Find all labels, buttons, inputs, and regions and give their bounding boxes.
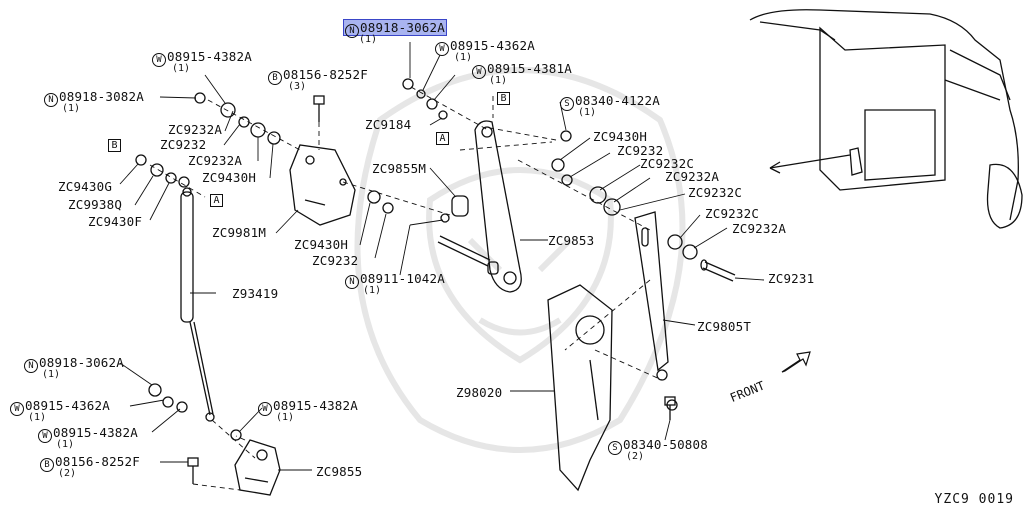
part-zc9855[interactable]: ZC9855 xyxy=(316,464,363,479)
part-zc9232a-2[interactable]: ZC9232A xyxy=(188,153,243,168)
ref-box-b: B xyxy=(497,92,510,105)
shaft-zc9855m xyxy=(437,195,499,275)
qty: (1) xyxy=(454,52,473,63)
qty: (1) xyxy=(578,107,597,118)
part-zc9184[interactable]: ZC9184 xyxy=(365,117,412,132)
part-zc9232-3[interactable]: ZC9232 xyxy=(617,143,664,158)
part-zc9855m[interactable]: ZC9855M xyxy=(372,161,427,176)
part-zc9853[interactable]: ZC9853 xyxy=(548,233,595,248)
part-zc9981m[interactable]: ZC9981M xyxy=(212,225,267,240)
bracket-zc9981m xyxy=(289,144,356,226)
qty: (1) xyxy=(56,439,75,450)
part-zc9232c-3[interactable]: ZC9232C xyxy=(705,206,760,221)
dashed-alignment-lines xyxy=(149,86,663,491)
leader-lines xyxy=(119,42,765,471)
qty: (1) xyxy=(359,34,378,45)
part-zc9232c-2[interactable]: ZC9232C xyxy=(688,185,743,200)
qty: (1) xyxy=(42,369,61,380)
front-arrow-icon xyxy=(781,351,811,373)
pin-zc9231 xyxy=(700,259,736,282)
part-zc9430h-3[interactable]: ZC9430H xyxy=(593,129,648,144)
part-zc9231[interactable]: ZC9231 xyxy=(768,271,815,286)
diagram-code: YZC9 0019 xyxy=(934,492,1014,507)
gas-strut-z93419 xyxy=(180,187,215,422)
bracket-zc9855 xyxy=(234,439,281,496)
bolts xyxy=(187,95,676,484)
qty: (1) xyxy=(172,63,191,74)
qty: (2) xyxy=(58,468,77,479)
washers xyxy=(135,78,698,441)
background-watermark xyxy=(354,67,686,453)
ref-box-a: A xyxy=(210,194,223,207)
qty: (1) xyxy=(28,412,47,423)
qty: (1) xyxy=(489,75,508,86)
part-zc9938q[interactable]: ZC9938Q xyxy=(68,197,123,212)
part-zc9232c-1[interactable]: ZC9232C xyxy=(640,156,695,171)
vehicle-rear-illustration xyxy=(749,9,1023,229)
qty: (2) xyxy=(626,451,645,462)
part-zc9805t[interactable]: ZC9805T xyxy=(697,319,752,334)
part-zc9430f[interactable]: ZC9430F xyxy=(88,214,143,229)
detail-pointer-arrow xyxy=(769,154,851,169)
part-zc9232a-4[interactable]: ZC9232A xyxy=(732,221,787,236)
part-zc9232-1[interactable]: ZC9232 xyxy=(160,137,207,152)
arm-zc9853 xyxy=(474,120,522,293)
qty: (1) xyxy=(363,285,382,296)
part-zc9232-2[interactable]: ZC9232 xyxy=(312,253,359,268)
ref-box-a: A xyxy=(436,132,449,145)
qty: (1) xyxy=(62,103,81,114)
hinge-plate-z98020 xyxy=(547,284,613,492)
qty: (3) xyxy=(288,81,307,92)
part-zc9232a-3[interactable]: ZC9232A xyxy=(665,169,720,184)
part-zc9232a-1[interactable]: ZC9232A xyxy=(168,122,223,137)
part-z93419[interactable]: Z93419 xyxy=(232,286,279,301)
part-zc9430h-2[interactable]: ZC9430H xyxy=(294,237,349,252)
part-z98020[interactable]: Z98020 xyxy=(456,385,503,400)
ref-box-b: B xyxy=(108,139,121,152)
part-zc9430g[interactable]: ZC9430G xyxy=(58,179,113,194)
qty: (1) xyxy=(276,412,295,423)
part-zc9430h-1[interactable]: ZC9430H xyxy=(202,170,257,185)
